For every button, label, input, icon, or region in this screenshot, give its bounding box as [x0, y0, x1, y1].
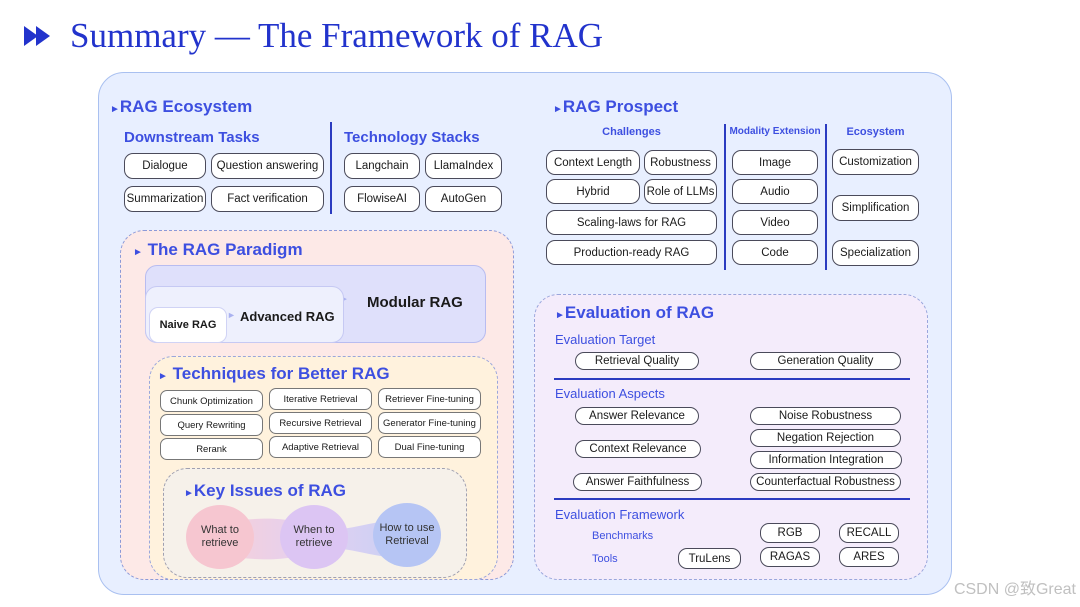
- challenge-context-length: Context Length: [546, 150, 640, 175]
- technique-chunk-optimization: Chunk Optimization: [160, 390, 263, 412]
- challenge-scaling-laws: Scaling-laws for RAG: [546, 210, 717, 235]
- technique-generator-fine-tuning: Generator Fine-tuning: [378, 412, 481, 434]
- task-question-answering: Question answering: [211, 153, 324, 179]
- benchmark-recall: RECALL: [839, 523, 899, 543]
- naive-rag-box: Naive RAG: [149, 307, 227, 343]
- prospect-divider-1: [724, 124, 726, 270]
- paradigm-title: ► The RAG Paradigm: [133, 240, 303, 259]
- aspect-negation-rejection: Negation Rejection: [750, 429, 901, 447]
- technique-iterative-retrieval: Iterative Retrieval: [269, 388, 372, 410]
- evaluation-title: ►Evaluation of RAG: [555, 303, 715, 322]
- watermark: CSDN @致Great: [953, 581, 1076, 598]
- modality-audio: Audio: [732, 179, 818, 204]
- modality-title: Modality Extension: [729, 126, 821, 137]
- challenge-production-ready: Production-ready RAG: [546, 240, 717, 265]
- double-arrow-icon: ►: [553, 104, 563, 115]
- tools-label: Tools: [592, 553, 618, 565]
- ecosystem-title: ►RAG Ecosystem: [110, 97, 253, 116]
- technique-rerank: Rerank: [160, 438, 263, 460]
- benchmark-rgb: RGB: [760, 523, 820, 543]
- evaluation-separator-1: [554, 378, 910, 380]
- technique-dual-fine-tuning: Dual Fine-tuning: [378, 436, 481, 458]
- evaluation-separator-2: [554, 498, 910, 500]
- modality-code: Code: [732, 240, 818, 265]
- evaluation-aspects-title: Evaluation Aspects: [555, 386, 665, 401]
- techniques-title: ► Techniques for Better RAG: [158, 364, 390, 383]
- task-fact-verification: Fact verification: [211, 186, 324, 212]
- modular-rag-label: Modular RAG: [367, 294, 463, 311]
- ecosystem-divider: [330, 122, 332, 214]
- technique-retriever-fine-tuning: Retriever Fine-tuning: [378, 388, 481, 410]
- technique-recursive-retrieval: Recursive Retrieval: [269, 412, 372, 434]
- advanced-rag-label: Advanced RAG: [240, 309, 335, 324]
- double-arrow-icon: ►: [110, 104, 120, 115]
- stacks-title: Technology Stacks: [344, 129, 480, 146]
- modality-image: Image: [732, 150, 818, 175]
- stack-autogen: AutoGen: [425, 186, 502, 212]
- issue-what-to-retrieve: What to retrieve: [186, 505, 254, 569]
- challenges-title: Challenges: [602, 126, 661, 138]
- ecosystem-customization: Customization: [832, 149, 919, 175]
- stack-flowiseai: FlowiseAI: [344, 186, 420, 212]
- target-generation-quality: Generation Quality: [750, 352, 901, 370]
- double-arrow-icon: ►: [184, 488, 194, 499]
- task-dialogue: Dialogue: [124, 153, 206, 179]
- technique-query-rewriting: Query Rewriting: [160, 414, 263, 436]
- target-retrieval-quality: Retrieval Quality: [575, 352, 699, 370]
- double-arrow-icon: ►: [133, 247, 143, 258]
- task-summarization: Summarization: [124, 186, 206, 212]
- challenge-role-of-llms: Role of LLMs: [644, 179, 717, 204]
- aspect-context-relevance: Context Relevance: [575, 440, 701, 458]
- aspect-answer-relevance: Answer Relevance: [575, 407, 699, 425]
- ecosystem-simplification: Simplification: [832, 195, 919, 221]
- evaluation-framework-title: Evaluation Framework: [555, 507, 685, 522]
- arrow-right-icon: ►: [227, 310, 236, 320]
- tool-ragas: RAGAS: [760, 547, 820, 567]
- issue-how-to-use-retrieval: How to use Retrieval: [373, 503, 441, 567]
- key-issues-title: ►Key Issues of RAG: [184, 481, 347, 500]
- double-arrow-icon: ►: [158, 371, 168, 382]
- tool-ares: ARES: [839, 547, 899, 567]
- aspect-information-integration: Information Integration: [750, 451, 902, 469]
- prospect-title: ►RAG Prospect: [553, 97, 679, 116]
- challenge-robustness: Robustness: [644, 150, 717, 175]
- evaluation-target-title: Evaluation Target: [555, 332, 656, 347]
- challenge-hybrid: Hybrid: [546, 179, 640, 204]
- issue-when-to-retrieve: When to retrieve: [280, 505, 348, 569]
- prospect-divider-2: [825, 124, 827, 270]
- slide-title: Summary — The Framework of RAG: [70, 16, 604, 55]
- aspect-counterfactual-robustness: Counterfactual Robustness: [750, 473, 901, 491]
- aspect-noise-robustness: Noise Robustness: [750, 407, 901, 425]
- prospect-ecosystem-title: Ecosystem: [846, 126, 905, 138]
- double-arrow-icon: ►: [555, 310, 565, 321]
- benchmarks-label: Benchmarks: [592, 530, 654, 542]
- downstream-title: Downstream Tasks: [124, 129, 260, 146]
- ecosystem-specialization: Specialization: [832, 240, 919, 266]
- modality-video: Video: [732, 210, 818, 235]
- technique-adaptive-retrieval: Adaptive Retrieval: [269, 436, 372, 458]
- stack-llamaindex: LlamaIndex: [425, 153, 502, 179]
- tool-trulens: TruLens: [678, 548, 741, 569]
- title-arrow-icon: [24, 26, 50, 46]
- aspect-answer-faithfulness: Answer Faithfulness: [573, 473, 702, 491]
- stack-langchain: Langchain: [344, 153, 420, 179]
